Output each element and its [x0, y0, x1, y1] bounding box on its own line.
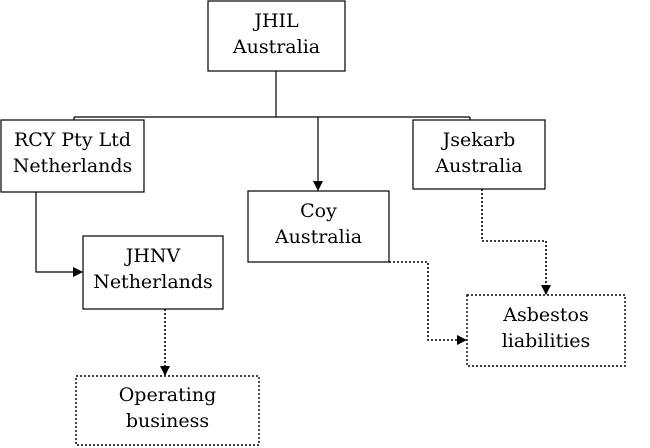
edge-jsekarb-to-asbestos — [481, 189, 551, 295]
node-coy-line1: Coy — [300, 200, 337, 222]
node-rcy: RCY Pty Ltd Netherlands — [0, 119, 145, 193]
node-rcy-box — [0, 119, 145, 193]
edge-rcy-to-jhnv — [35, 192, 83, 277]
edges — [35, 71, 551, 376]
node-coy-box — [247, 190, 390, 263]
node-operating-line1: Operating — [119, 384, 217, 406]
node-jhil-box — [207, 0, 346, 72]
node-asbestos: Asbestos liabilities — [466, 294, 626, 367]
node-asbestos-box — [466, 294, 626, 367]
node-coy-line2: Australia — [274, 226, 362, 248]
node-jsekarb-line1: Jsekarb — [441, 129, 516, 151]
node-jhnv: JHNV Netherlands — [82, 235, 224, 310]
node-operating: Operating business — [75, 375, 260, 446]
node-jhnv-line2: Netherlands — [93, 271, 213, 293]
node-jsekarb: Jsekarb Australia — [412, 119, 546, 190]
node-rcy-line2: Netherlands — [13, 155, 133, 177]
node-rcy-line1: RCY Pty Ltd — [14, 129, 131, 151]
node-jsekarb-line2: Australia — [434, 155, 522, 177]
node-jhil-line2: Australia — [232, 36, 320, 58]
node-operating-box — [75, 375, 260, 446]
node-jsekarb-box — [412, 119, 546, 190]
node-asbestos-line2: liabilities — [502, 330, 591, 352]
node-asbestos-line1: Asbestos — [502, 304, 588, 326]
edge-coy-to-asbestos — [389, 261, 467, 345]
node-jhil-line1: JHIL — [252, 10, 299, 32]
node-jhnv-box — [82, 235, 224, 310]
node-coy: Coy Australia — [247, 190, 390, 263]
node-jhnv-line1: JHNV — [124, 245, 181, 267]
node-operating-line2: business — [126, 410, 209, 432]
node-jhil: JHIL Australia — [207, 0, 346, 72]
